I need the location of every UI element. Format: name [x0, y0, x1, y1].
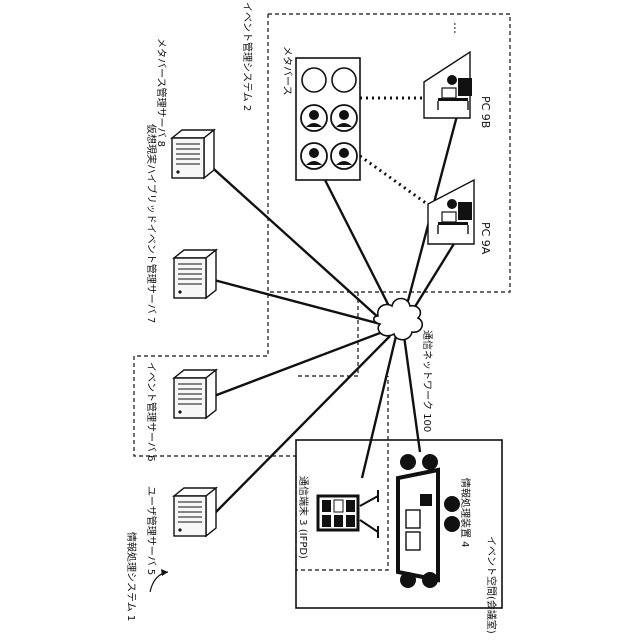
metaverse-server-icon [172, 130, 214, 178]
empty-seat-icon [332, 68, 356, 92]
person-icon [444, 496, 460, 512]
meeting-table-icon [398, 470, 438, 580]
system-label: 情報処理システム 1 [125, 532, 138, 621]
pc-9a-label: PC 9A [479, 222, 492, 255]
avatar-icon [301, 105, 327, 131]
user-server-icon [174, 488, 216, 536]
event-system-label: イベント管理システム 2 [241, 2, 254, 111]
metaverse-label: メタバース [281, 46, 293, 96]
pc-9b-label: PC 9B [479, 96, 492, 128]
terminal-boundary [296, 376, 388, 570]
avatar-icon [301, 143, 327, 169]
ifpd-icon [318, 490, 378, 538]
empty-seat-icon [302, 68, 326, 92]
person-icon [444, 516, 460, 532]
event-space-label: イベント空間(会議室) [485, 536, 498, 634]
ellipsis-label: … [451, 22, 465, 34]
person-icon [422, 454, 438, 470]
ifpd-label: 通信端末 3 (IFPD) [297, 476, 310, 559]
hybrid-server-icon [174, 250, 216, 298]
avatar-icon [331, 143, 357, 169]
person-icon [400, 572, 416, 588]
hybrid-server-label: 仮想現実ハイブリッドイベント管理サーバ 7 [145, 124, 158, 323]
info-device-label: 情報処理装置 4 [459, 478, 472, 548]
event-server-icon [174, 370, 216, 418]
person-icon [400, 454, 416, 470]
network-label: 通信ネットワーク 100 [421, 330, 433, 432]
avatar-icon [331, 105, 357, 131]
event-server-label: イベント管理サーバ 6 [145, 362, 158, 461]
person-icon [422, 572, 438, 588]
user-server-label: ユーザ管理サーバ 5 [145, 486, 158, 575]
